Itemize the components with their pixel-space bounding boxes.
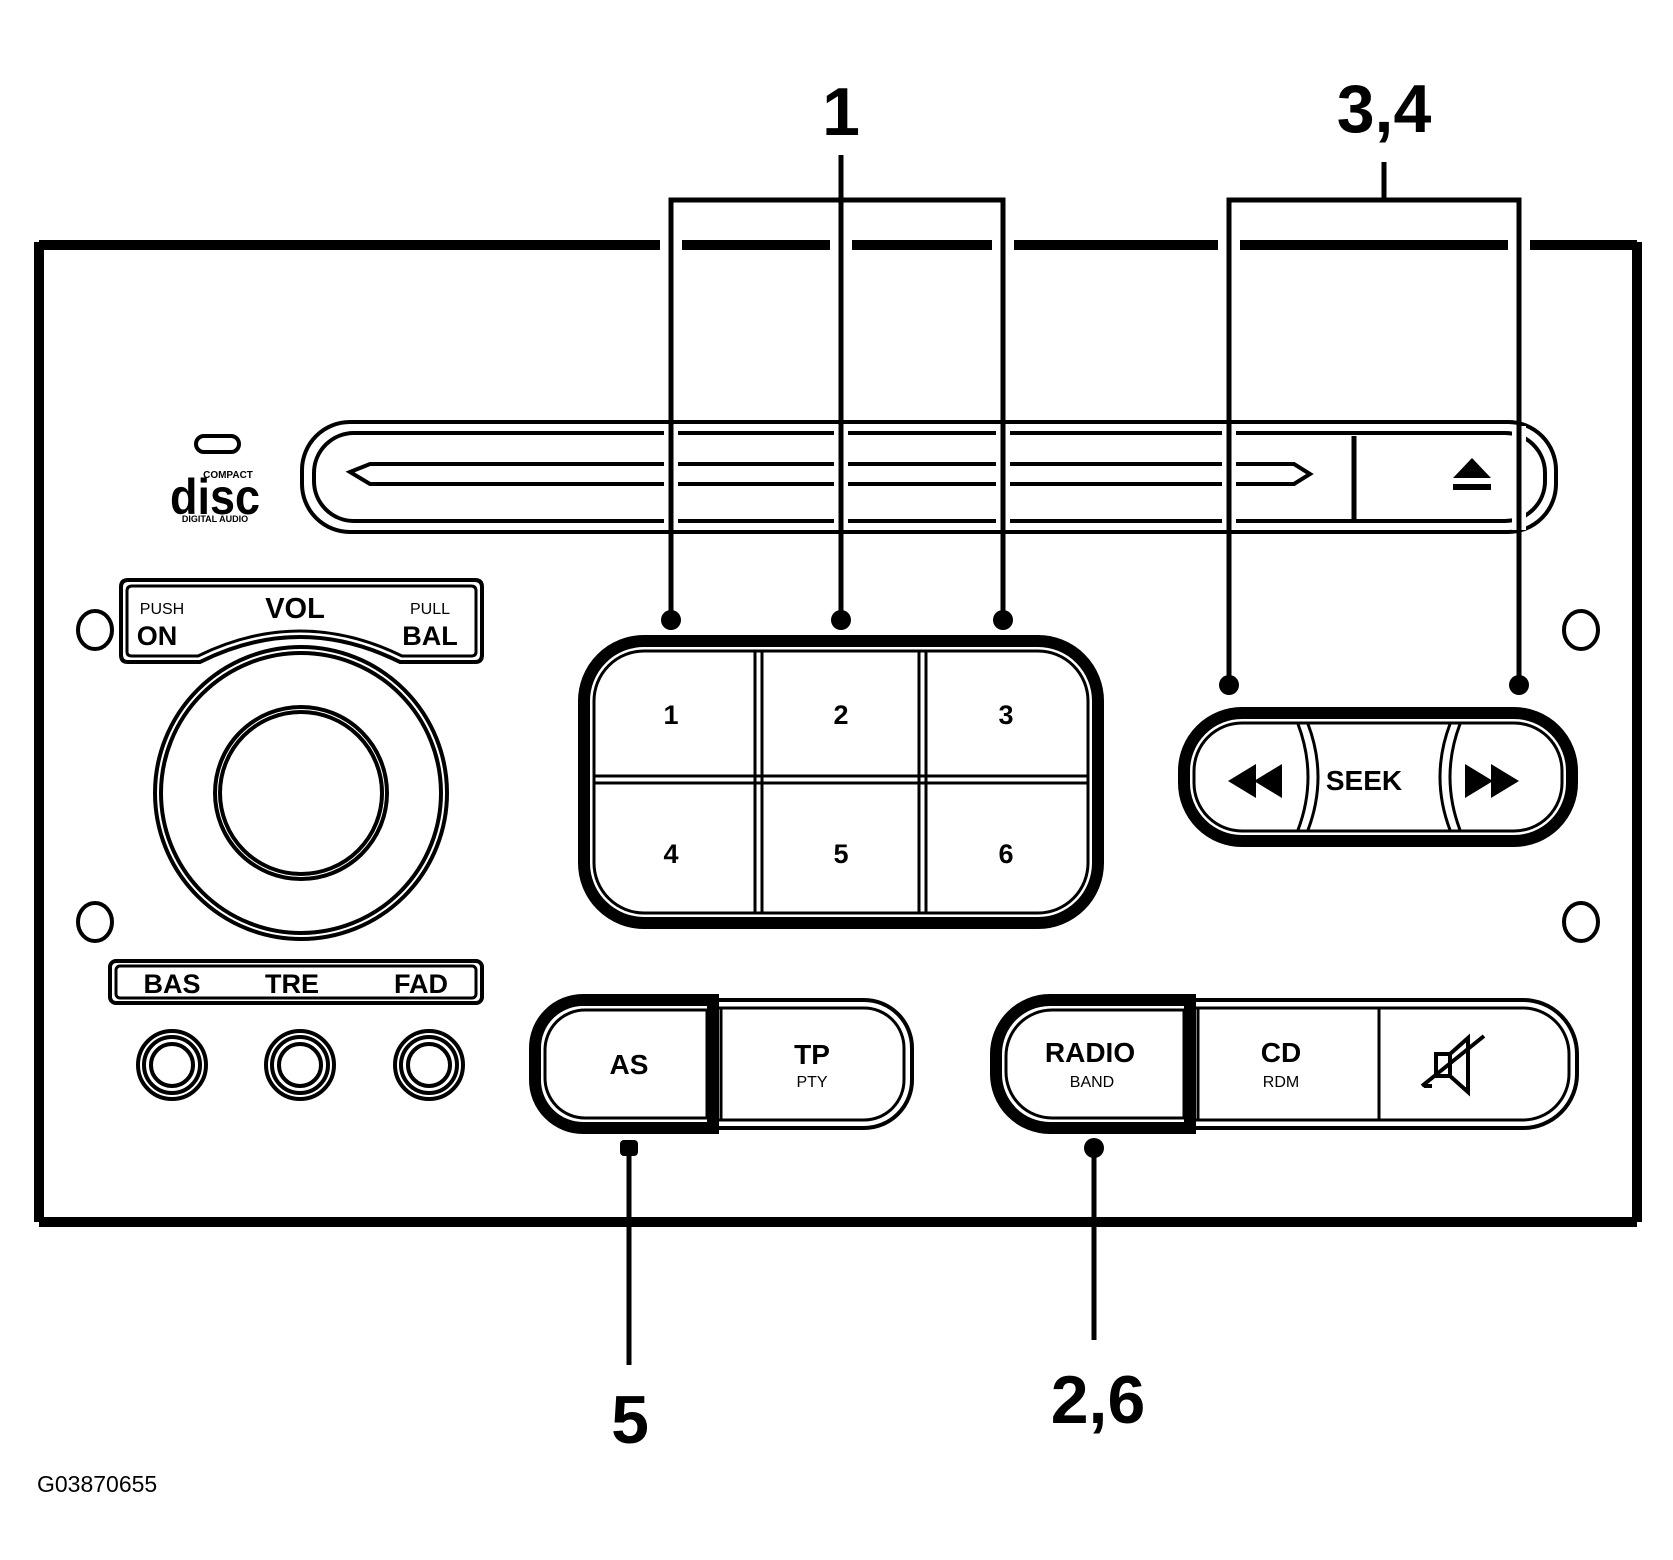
callout-3-4: 3,4 [1337, 71, 1432, 147]
preset-button-6[interactable]: 6 [998, 839, 1013, 869]
cd-logo-disc: disc [170, 469, 260, 525]
bal-label: BAL [402, 621, 458, 651]
cd-logo-digital-audio: DIGITAL AUDIO [182, 514, 248, 524]
mounting-holes [76, 609, 1600, 943]
fad-label: FAD [394, 969, 448, 999]
pty-label: PTY [796, 1074, 827, 1091]
preset-3-label: 3 [998, 700, 1013, 730]
preset-button-4[interactable]: 4 [663, 839, 678, 869]
preset-2-label: 2 [833, 700, 848, 730]
bass-knob[interactable] [136, 1029, 208, 1101]
callout-leaders [626, 155, 1522, 1365]
tone-label-box: BAS TRE FAD [108, 959, 484, 1005]
volume-label-box: PUSH ON VOL PULL BAL [119, 578, 484, 664]
treble-knob[interactable] [264, 1029, 336, 1101]
band-label: BAND [1070, 1074, 1114, 1091]
radio-band-button[interactable]: RADIO BAND [990, 994, 1196, 1134]
on-label: ON [137, 621, 178, 651]
preset-5-label: 5 [833, 839, 848, 869]
preset-1-label: 1 [663, 700, 678, 730]
preset-button-3[interactable]: 3 [998, 700, 1013, 730]
vol-label: VOL [265, 593, 325, 625]
callout-dots [620, 610, 1529, 1158]
callout-1: 1 [822, 74, 860, 150]
preset-6-label: 6 [998, 839, 1013, 869]
callout-2-6: 2,6 [1051, 1362, 1146, 1438]
tre-label: TRE [265, 969, 319, 999]
tp-label: TP [794, 1039, 830, 1070]
seek-back-button[interactable] [1228, 764, 1282, 798]
cd-slot[interactable] [300, 420, 1558, 534]
seek-forward-button[interactable] [1465, 764, 1519, 798]
preset-button-1[interactable]: 1 [663, 700, 678, 730]
volume-knob[interactable] [153, 645, 449, 941]
mute-button[interactable] [1377, 1008, 1486, 1120]
mute-icon [1420, 1033, 1486, 1097]
bas-label: BAS [143, 969, 200, 999]
eject-icon [1453, 458, 1491, 490]
tp-button[interactable]: TP PTY [719, 1008, 830, 1120]
cd-logo-compact: COMPACT [203, 470, 253, 481]
rewind-icon [1228, 764, 1282, 798]
seek-rocker: SEEK [1178, 707, 1578, 847]
cd-label: CD [1261, 1037, 1301, 1068]
as-button[interactable]: AS [529, 994, 719, 1134]
preset-button-2[interactable]: 2 [833, 700, 848, 730]
fast-forward-icon [1465, 764, 1519, 798]
preset-4-label: 4 [663, 839, 678, 869]
fader-knob[interactable] [393, 1029, 465, 1101]
rdm-label: RDM [1263, 1074, 1299, 1091]
compact-disc-logo: COMPACT disc DIGITAL AUDIO [170, 434, 260, 525]
pull-label: PULL [410, 601, 450, 618]
cd-rdm-button[interactable]: CD RDM [1196, 1008, 1301, 1120]
seek-label: SEEK [1326, 765, 1402, 796]
radio-label: RADIO [1045, 1037, 1135, 1068]
figure-id: G03870655 [37, 1471, 157, 1497]
preset-block [578, 635, 1104, 929]
faceplate-frame [34, 240, 1642, 1227]
preset-button-5[interactable]: 5 [833, 839, 848, 869]
as-label: AS [610, 1049, 649, 1080]
callout-5: 5 [611, 1382, 649, 1458]
eject-button[interactable] [1351, 436, 1491, 520]
push-label: PUSH [140, 601, 184, 618]
